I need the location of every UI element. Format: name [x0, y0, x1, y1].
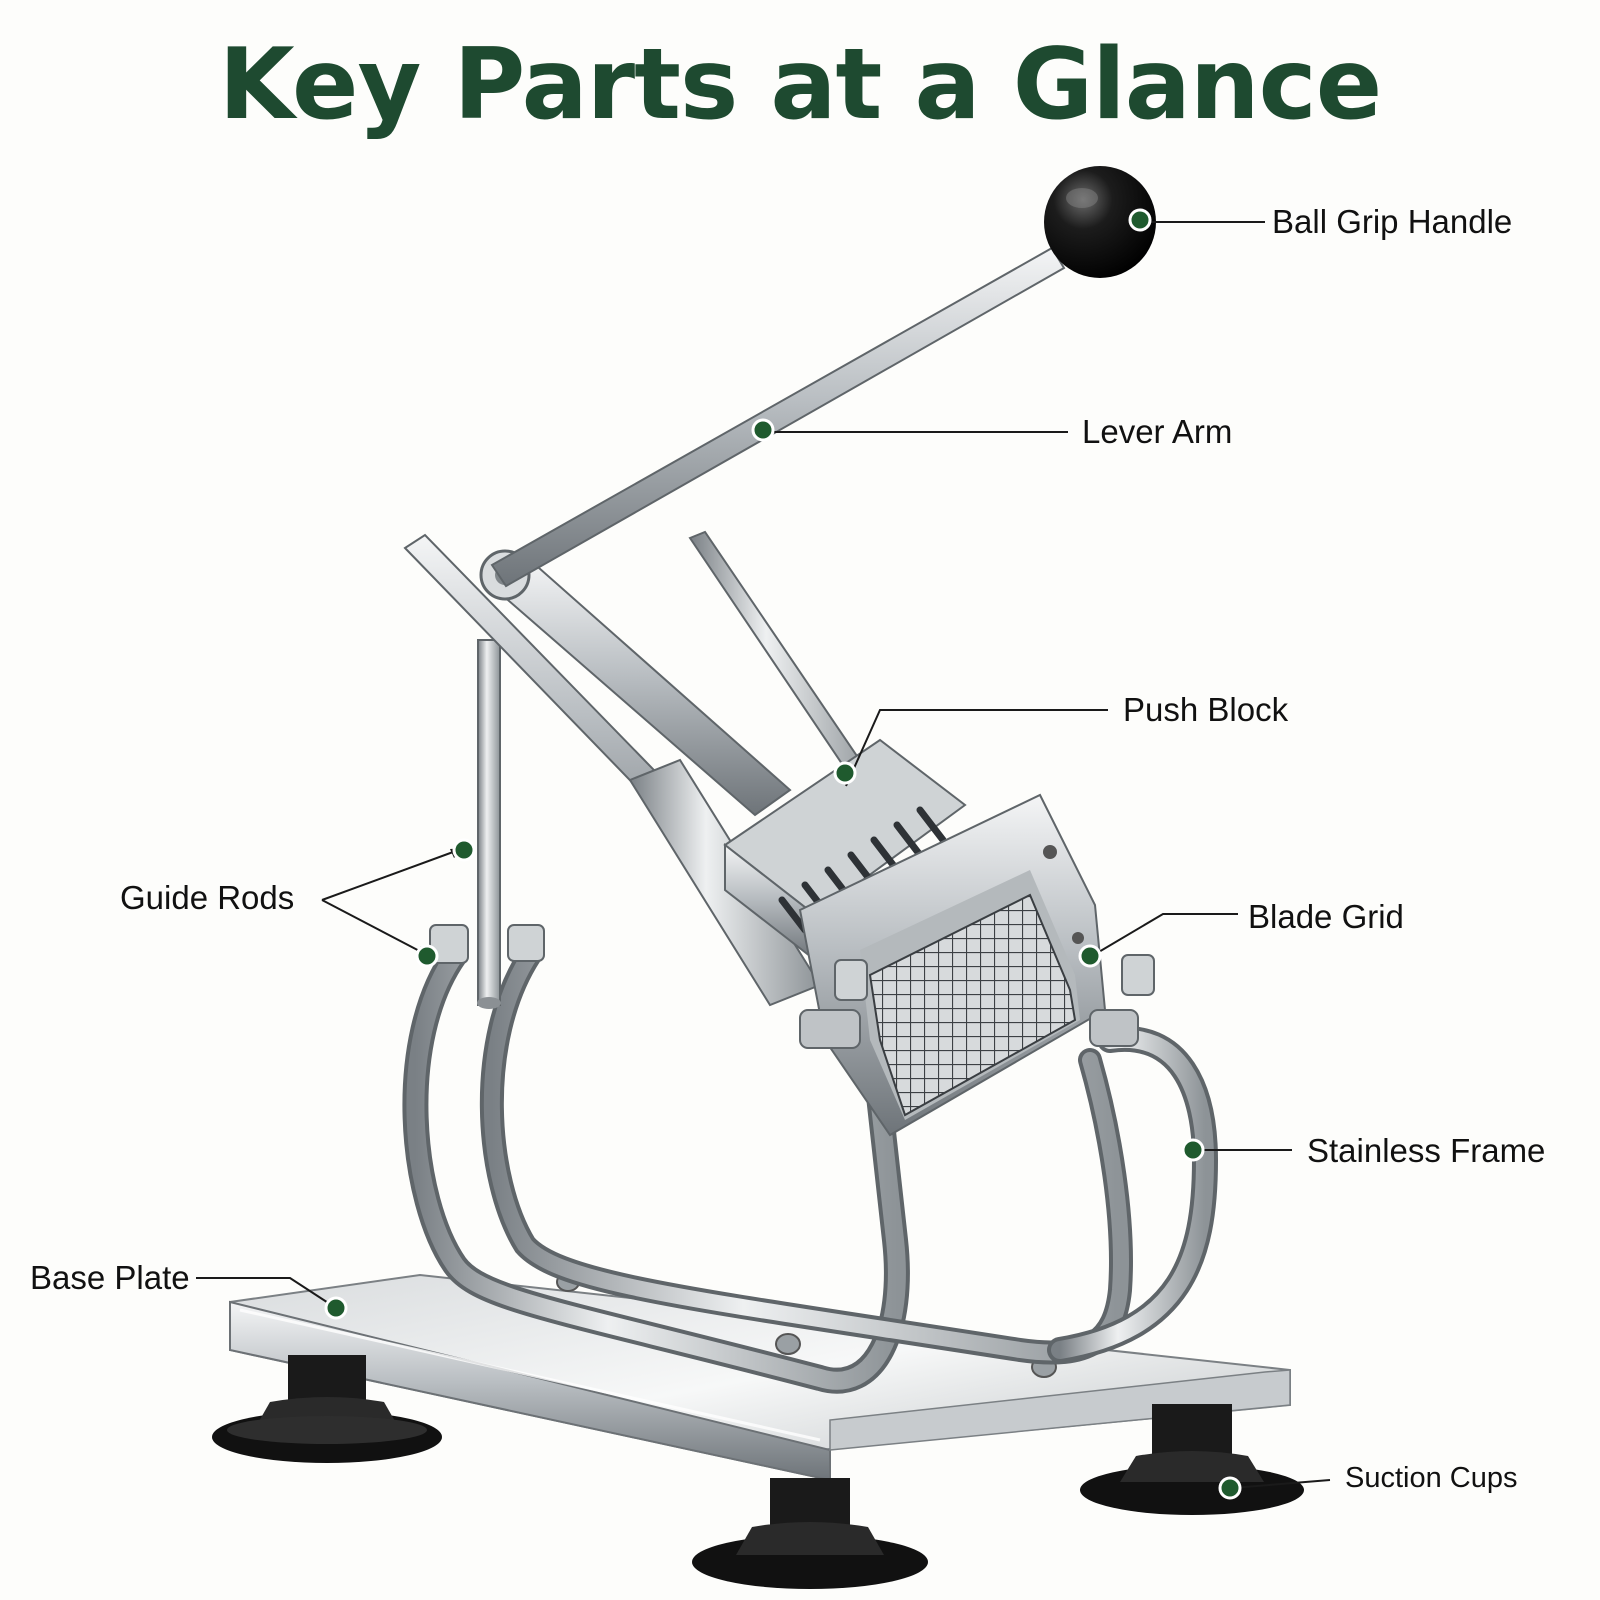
label-push-block: Push Block: [1123, 691, 1289, 728]
marker-push-block: [833, 761, 857, 785]
stainless-frame: [402, 942, 1219, 1394]
leader-lines: [196, 221, 1331, 1489]
blade-grid-housing: [798, 793, 1107, 1137]
marker-blade-grid: [1078, 944, 1102, 968]
suction-cups: [212, 1355, 1304, 1589]
frame-fittings: [429, 924, 1155, 1049]
blade-grid: [868, 893, 1077, 1117]
label-stainless-frame: Stainless Frame: [1307, 1132, 1546, 1169]
guide-rod-vertical: [477, 639, 501, 1009]
label-guide-rods: Guide Rods: [120, 879, 295, 916]
lever-arm: [490, 246, 1066, 588]
suction-cup-back-right: [1080, 1404, 1304, 1515]
base-plate: [229, 1273, 1291, 1482]
callout-markers: [324, 208, 1242, 1500]
ball-grip-handle: [1044, 166, 1156, 278]
suction-cup-back-left: [212, 1355, 442, 1463]
marker-guide-rods-lower: [415, 944, 439, 968]
marker-ball-grip-handle: [1128, 208, 1152, 232]
label-ball-grip-handle: Ball Grip Handle: [1272, 203, 1513, 240]
suction-cup-front: [692, 1478, 928, 1589]
label-lever-arm: Lever Arm: [1082, 413, 1233, 450]
page-title: Key Parts at a Glance: [218, 28, 1382, 142]
marker-base-plate: [324, 1296, 348, 1320]
label-base-plate: Base Plate: [30, 1259, 190, 1296]
marker-lever-arm: [751, 418, 775, 442]
label-blade-grid: Blade Grid: [1248, 898, 1404, 935]
marker-stainless-frame: [1181, 1138, 1205, 1162]
marker-suction-cups: [1218, 1476, 1242, 1500]
marker-guide-rods-upper: [452, 838, 476, 862]
push-block: [723, 738, 967, 963]
label-suction-cups: Suction Cups: [1345, 1462, 1518, 1494]
